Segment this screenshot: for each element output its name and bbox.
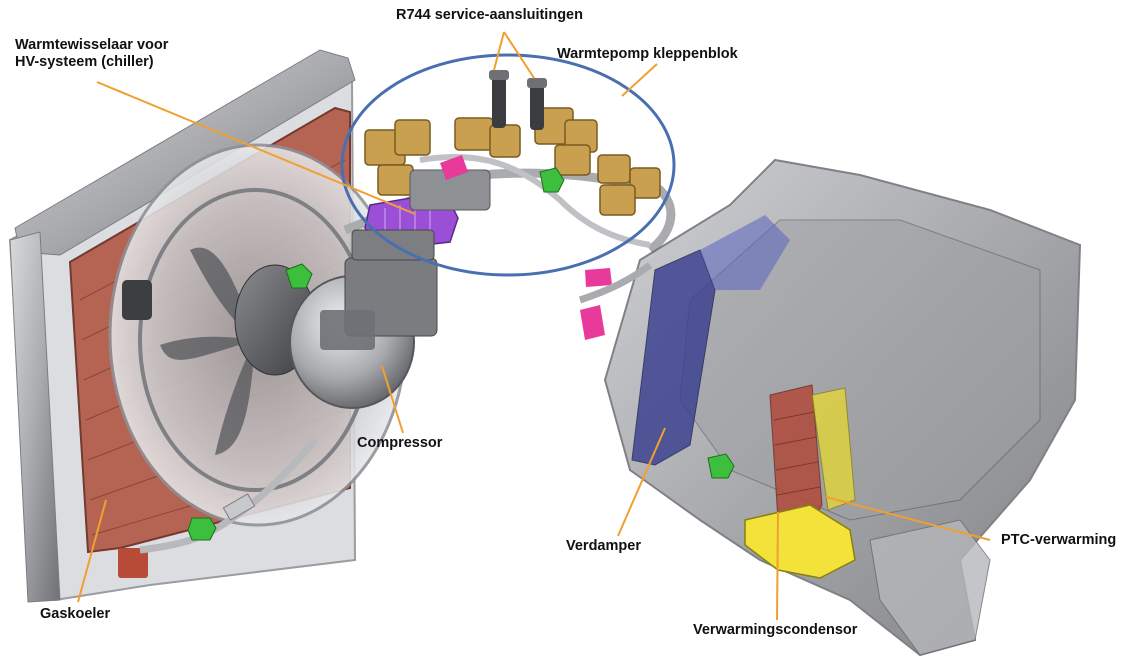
gas-cooler-assembly	[8, 49, 408, 603]
label-chiller: Warmtewisselaar voor HV-systeem (chiller…	[15, 37, 169, 70]
leader-service-2	[503, 31, 535, 79]
leader-chiller	[96, 81, 416, 215]
pipe-sensor	[222, 493, 256, 521]
compressor	[285, 257, 438, 409]
hvac-module	[578, 158, 1082, 657]
label-gaskoeler: Gaskoeler	[40, 606, 111, 622]
green-connector-hvac	[707, 453, 735, 479]
leader-valveblock	[621, 63, 658, 97]
hvac-housing-inner	[679, 219, 1041, 521]
label-verdamper: Verdamper	[566, 538, 641, 554]
pink-marker-right	[585, 268, 612, 287]
label-condensor: Verwarmingscondensor	[693, 622, 858, 638]
pink-marker-top	[440, 155, 468, 180]
leader-compressor	[381, 365, 404, 434]
green-connector-valve	[539, 167, 565, 193]
heat-pump-valve-block	[343, 70, 676, 340]
leader-lines	[77, 31, 991, 621]
leader-gaskoeler	[77, 499, 107, 603]
condenser-fins	[773, 411, 821, 496]
pink-marker-low	[580, 305, 605, 340]
label-ptc: PTC-verwarming	[1001, 532, 1117, 548]
leader-condensor	[776, 511, 779, 621]
valve-block-highlight-ring	[340, 53, 676, 277]
fan-connector	[122, 280, 152, 320]
hvac-outlet-duct	[869, 519, 991, 656]
leader-service-1	[493, 31, 505, 71]
ptc-heater-base	[744, 504, 856, 579]
label-valve-block: Warmtepomp kleppenblok	[557, 46, 738, 62]
label-compressor: Compressor	[357, 435, 443, 451]
valve-actuators	[364, 107, 661, 216]
ptc-heater	[811, 387, 856, 511]
r744-service-ports	[489, 70, 547, 130]
green-connector-compressor	[285, 263, 313, 289]
compressor-bracket	[320, 310, 375, 350]
label-service-ports: R744 service-aansluitingen	[396, 7, 583, 23]
green-connector-bottom	[187, 517, 217, 541]
valve-block-piping-2	[419, 154, 651, 248]
leader-verdamper	[617, 427, 666, 537]
hvac-inlet-pipes	[578, 262, 653, 304]
gas-cooler-bracket	[118, 548, 148, 578]
leader-ptc	[825, 496, 991, 541]
radiator-side-tube	[9, 231, 61, 603]
evaporator-top	[700, 215, 790, 290]
